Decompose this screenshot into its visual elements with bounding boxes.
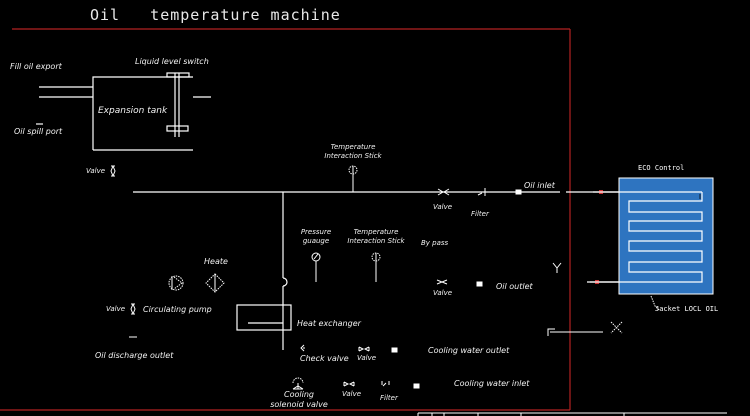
left-valve-top-label: Valve [86,167,106,175]
x-symbol-icon [610,321,623,334]
circulating-pump-icon [168,275,184,291]
temperature-stick-mid-line2: Interaction Stick [347,237,405,245]
outlet-valve-icon [436,279,448,285]
by-pass-label: By pass [421,239,449,247]
cw-inlet-valve-label: Valve [342,390,362,398]
cw-outlet-valve-label: Valve [357,354,377,362]
outlet-valve-label: Valve [433,289,453,297]
cw-inlet-valve-icon [343,381,355,387]
cooling-solenoid-valve-icon [292,377,304,390]
oil-outlet-arrow-icon [476,281,483,287]
cooling-water-outlet-label: Cooling water outlet [428,346,510,355]
left-valve-top-icon [110,165,116,177]
cw-outlet-arrow-icon [391,347,398,353]
pressure-gauge-line1: Pressure [300,228,332,236]
cw-inlet-filter-icon [381,381,390,387]
heater-label: Heate [204,257,228,266]
temperature-stick-top-line2: Interaction Stick [324,152,382,160]
pressure-gauge-line2: guauge [302,237,330,245]
inlet-valve-icon [437,188,450,196]
heat-exchanger-icon [236,304,292,331]
mold-title: ECO Control [638,164,685,172]
temperature-stick-top-label: Temperature Interaction Stick [318,143,388,161]
temperature-stick-top-line1: Temperature [330,143,376,151]
heat-exchanger-label: Heat exchanger [297,319,361,328]
temperature-stick-mid-icon [371,252,381,282]
cooling-water-inlet-label: Cooling water inlet [454,379,530,388]
diagram-title: Oil temperature machine [90,6,341,24]
oil-outlet-label: Oil outlet [496,282,533,291]
liquid-level-switch-label: Liquid level switch [135,57,209,66]
expansion-tank [36,76,211,151]
inlet-filter-label: Filter [471,210,489,218]
liquid-level-switch-icon [166,72,190,137]
inlet-filter-icon [477,188,486,196]
left-valve-bottom-label: Valve [106,305,126,313]
cw-inlet-arrow-icon [413,383,420,389]
oil-inlet-arrow-icon [515,189,522,195]
jacket-label: Jacket LOCL OIL [655,305,719,313]
elbow-symbol [547,328,555,336]
temperature-stick-mid-label: Temperature Interaction Stick [341,228,411,246]
check-valve-label: Check valve [300,354,349,363]
pressure-gauge-icon [311,252,321,282]
cooling-solenoid-valve-label: Cooling solenoid valve [268,390,330,410]
oil-discharge-outlet-label: Oil discharge outlet [95,351,174,360]
cooling-solenoid-line1: Cooling [284,390,314,399]
oil-inlet-label: Oil inlet [524,181,555,190]
check-valve-icon [300,344,305,352]
circulating-pump-label: Circulating pump [143,305,212,314]
main-oil-line [133,191,640,350]
cooling-solenoid-line2: solenoid valve [270,400,328,409]
heater-icon [205,273,225,293]
expansion-tank-label: Expansion tank [98,106,168,116]
pressure-gauge-label: Pressure guauge [296,228,336,246]
cw-outlet-valve-icon [358,346,370,352]
oil-spill-port-label: Oil spill port [14,127,63,136]
inlet-valve-label: Valve [433,203,453,211]
cw-inlet-filter-label: Filter [380,394,398,402]
mold-jacket [590,177,714,311]
left-valve-bottom-icon [130,303,136,315]
temperature-stick-icon [348,165,358,192]
fill-oil-export-label: Fill oil export [10,62,62,71]
y-symbol-icon [552,262,562,273]
temperature-stick-mid-line1: Temperature [353,228,399,236]
